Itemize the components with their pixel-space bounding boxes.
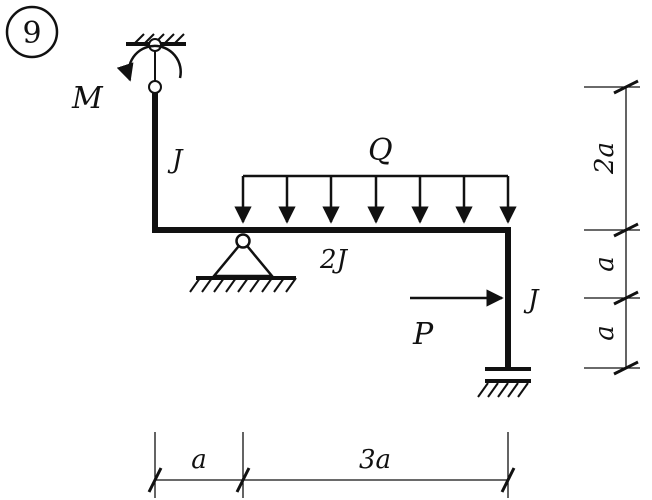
left-column-stiffness: J	[167, 145, 184, 175]
right-column-stiffness: J	[523, 285, 540, 315]
point-force-label: P	[412, 317, 434, 352]
moment-label: M	[71, 81, 104, 116]
dim-vertical-3: a	[590, 325, 620, 341]
distributed-load	[234, 174, 517, 224]
moment-arrow: M	[71, 44, 182, 116]
top-hinged-support	[126, 33, 186, 94]
pinned-support	[189, 233, 297, 293]
frame-members	[152, 93, 511, 368]
dim-horizontal-2: 3a	[359, 445, 391, 475]
dim-vertical-2: a	[590, 256, 620, 272]
bottom-fixed-support	[477, 367, 531, 398]
horizontal-dimensions	[147, 432, 516, 498]
beam-stiffness: 2J	[319, 245, 349, 275]
vertical-dimensions	[584, 79, 640, 376]
dim-vertical-1: 2a	[590, 142, 620, 175]
problem-number: 9	[22, 16, 41, 51]
distributed-load-label: Q	[368, 133, 393, 168]
point-force: P	[410, 289, 504, 352]
dim-horizontal-1: a	[191, 445, 207, 475]
problem-number-badge: 9	[5, 5, 59, 59]
